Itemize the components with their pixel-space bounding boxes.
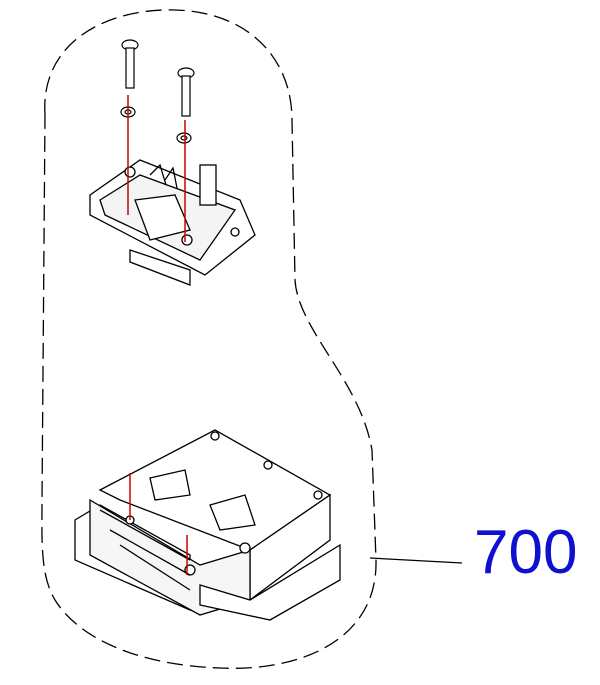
group-outline bbox=[41, 9, 377, 669]
head-bracket bbox=[89, 159, 256, 286]
part-callout-number: 700 bbox=[474, 518, 578, 587]
assembly-guide-lines bbox=[127, 95, 188, 575]
screw-left bbox=[120, 39, 139, 118]
print-head-assembly bbox=[74, 429, 341, 621]
screw-right bbox=[176, 67, 195, 144]
callout-leader-line bbox=[369, 557, 463, 564]
